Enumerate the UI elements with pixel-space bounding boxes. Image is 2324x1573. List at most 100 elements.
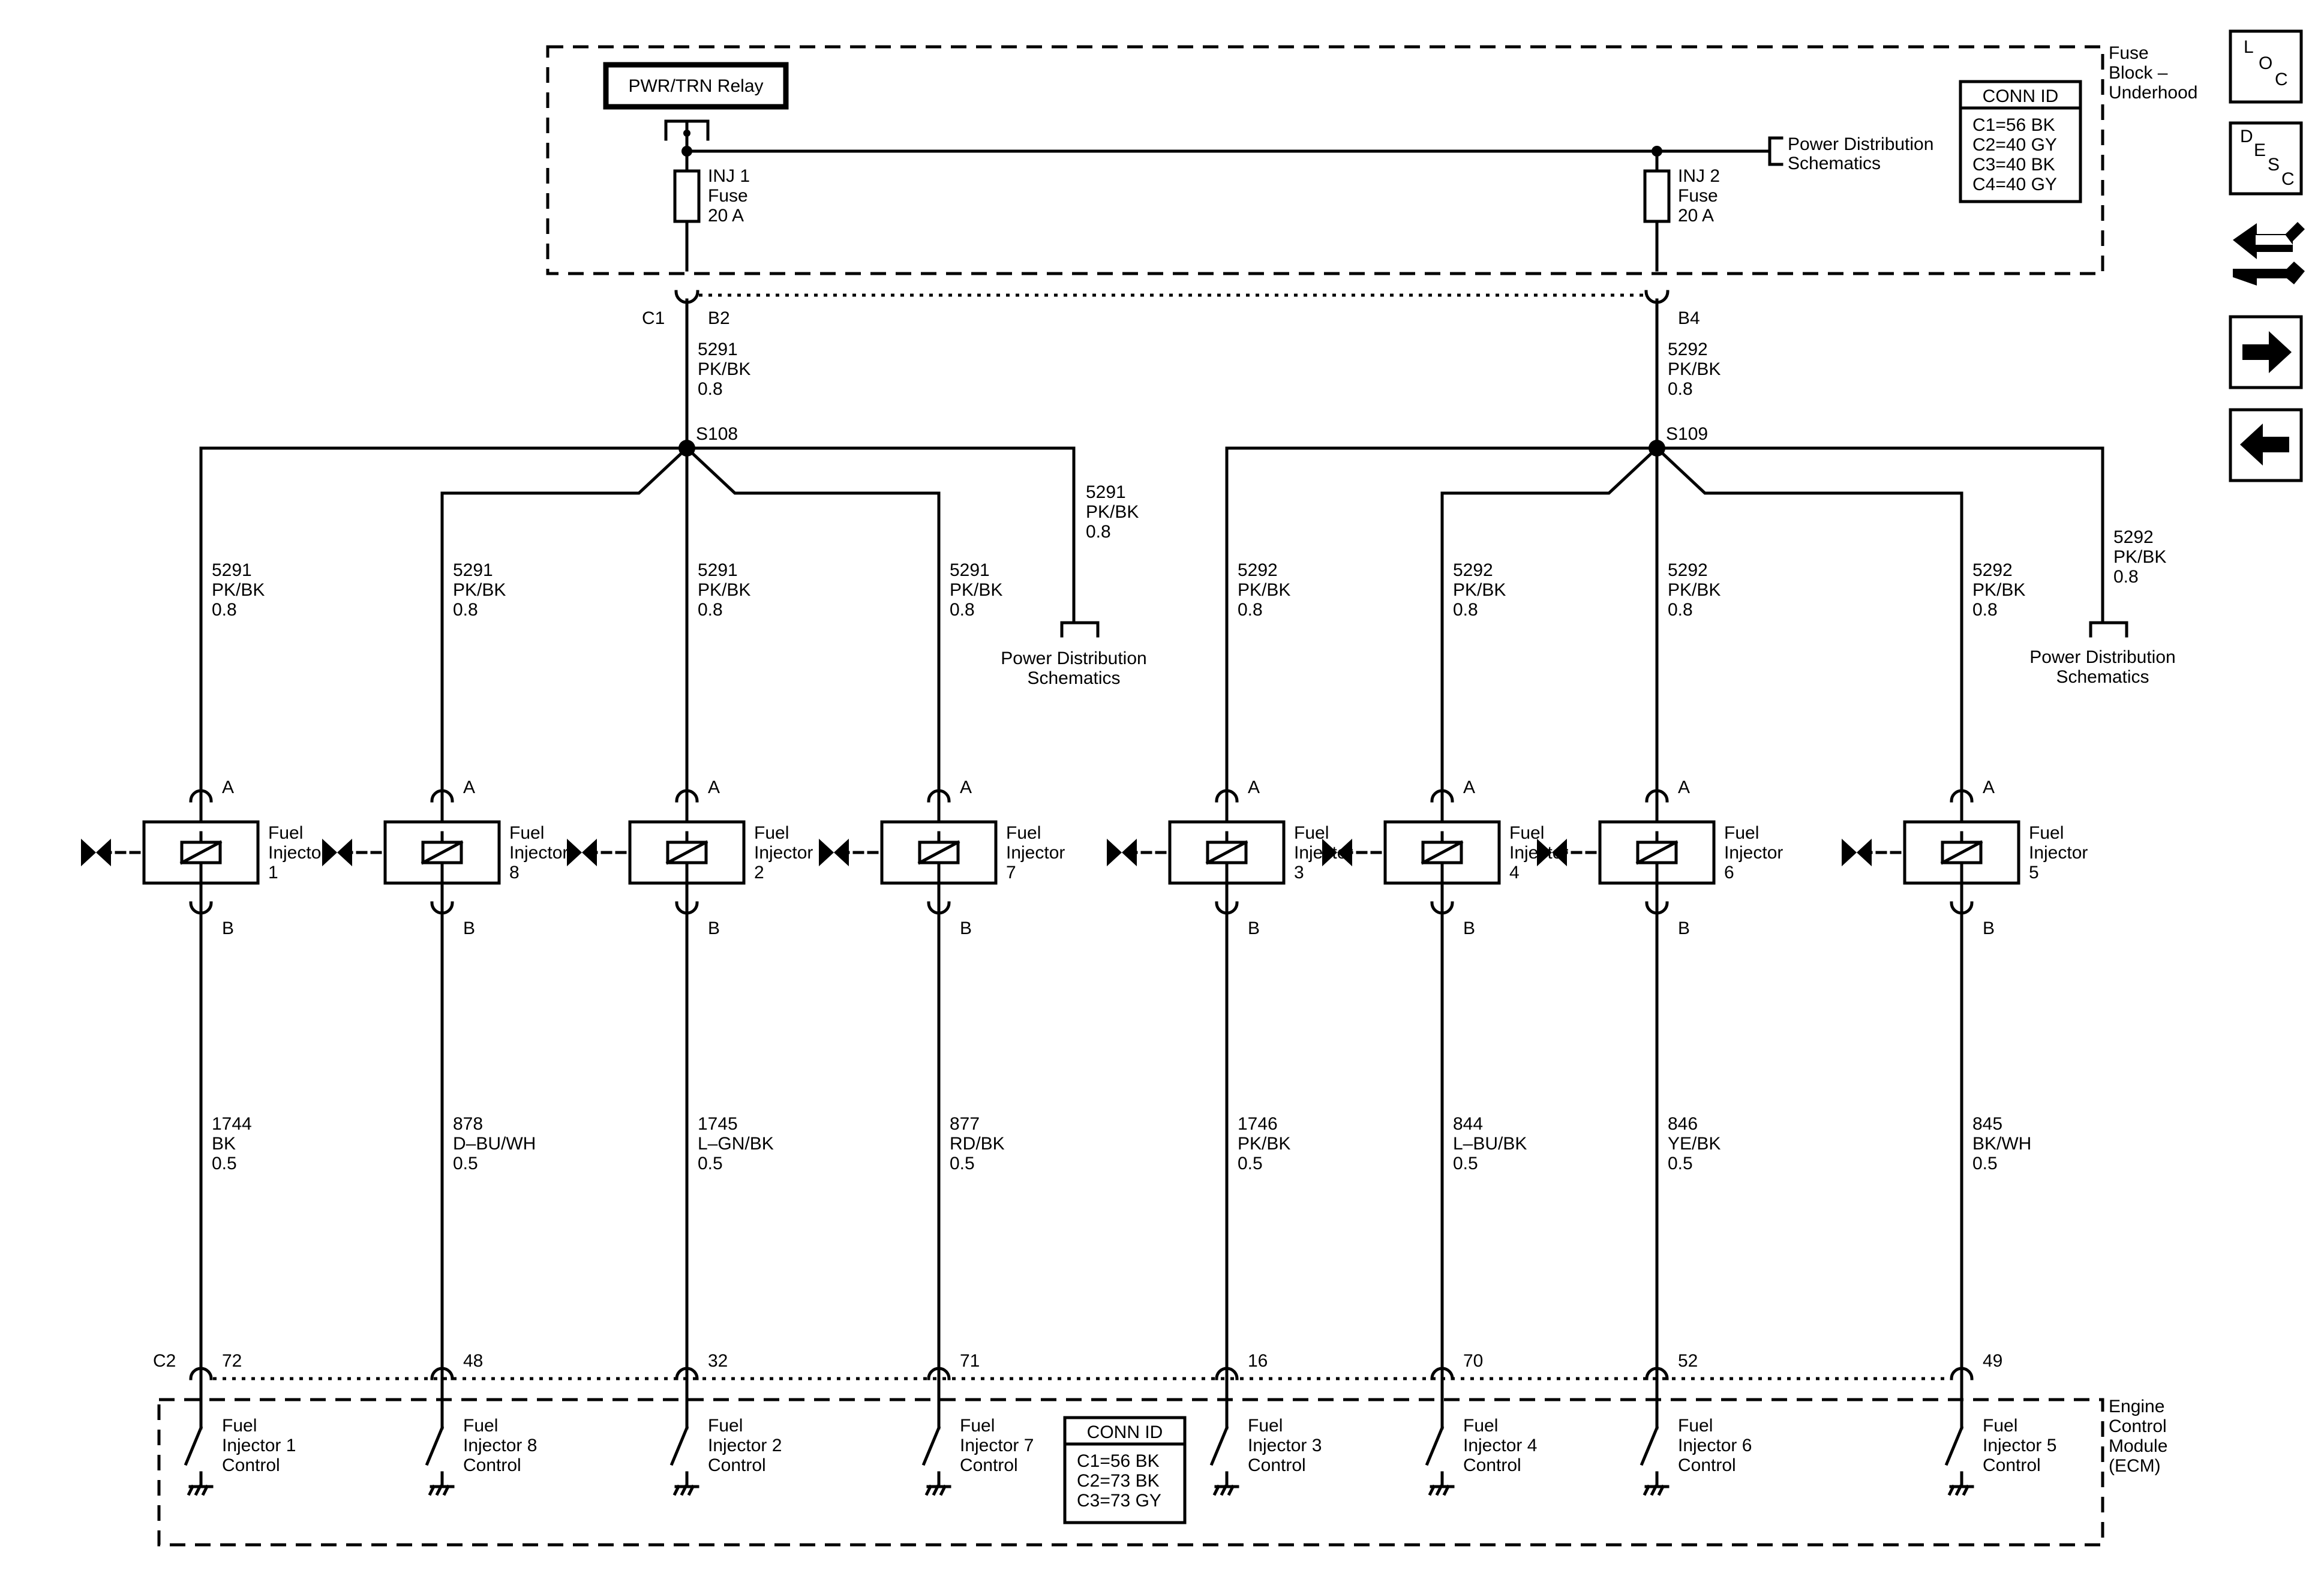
injector-connector-icon: [1842, 839, 1872, 866]
pin-a-label: A: [222, 778, 234, 797]
arrow-left-icon[interactable]: [2229, 408, 2303, 482]
fuel-injector-8: 5291PK/BK0.8AFuelInjector8B878D–BU/WH0.5…: [322, 560, 568, 1496]
ground-icon: [924, 1484, 951, 1496]
ecm-pin-label: 32: [708, 1351, 728, 1371]
fuse-conn-id-box: [1959, 80, 2082, 203]
fuel-injector-label: Injector: [2029, 843, 2088, 863]
ecm-label-1: Engine: [2109, 1397, 2164, 1416]
c1-connector-icon: [674, 290, 1670, 304]
inj2-fuse-label-3: 20 A: [1678, 206, 1714, 226]
injector-lower-wire-label: 1744: [212, 1114, 252, 1134]
injector-lower-wire-label: L–BU/BK: [1453, 1134, 1527, 1154]
injector-upper-wire-label: PK/BK: [950, 580, 1002, 600]
fuel-injector-label: Injector: [1724, 843, 1783, 863]
pin-a-label: A: [1248, 778, 1260, 797]
ecm-conn-id-title: CONN ID: [1087, 1422, 1163, 1442]
injector-upper-wire-label: 0.8: [1238, 600, 1263, 620]
pd-right-circuit: 5292: [2113, 527, 2154, 547]
fuel-injector-6: 5292PK/BK0.8AFuelInjector6B846YE/BK0.552…: [1537, 560, 1783, 1496]
injector-upper-wire-label: 5291: [453, 560, 493, 580]
injector-lower-wire-label: RD/BK: [950, 1134, 1005, 1154]
fuse-power-dist-label-2: Schematics: [1788, 154, 1881, 173]
ecm-control-label: Fuel: [1248, 1416, 1283, 1436]
inj2-fuse-label-1: INJ 2: [1678, 166, 1720, 186]
ecm-control-label: Injector 6: [1678, 1436, 1752, 1455]
fuel-injector-label: Injector: [268, 843, 327, 863]
ecm-control-label: Control: [463, 1455, 521, 1475]
ecm-driver-switch-icon: [184, 1425, 203, 1466]
injector-lower-wire-label: BK: [212, 1134, 236, 1154]
injector-upper-wire-label: 0.8: [1668, 600, 1693, 620]
fuel-injector-label: 4: [1509, 863, 1520, 882]
arrow-right-icon[interactable]: [2229, 315, 2303, 389]
inj1-fuse-label-2: Fuse: [708, 186, 748, 206]
ecm-control-label: Injector 1: [222, 1436, 296, 1455]
ecm-pin-label: 48: [463, 1351, 483, 1371]
injector-connector-icon: [322, 839, 352, 866]
fuse-conn-id-row: C1=56 BK: [1972, 115, 2055, 135]
ecm-control-label: Control: [1248, 1455, 1306, 1475]
injector-upper-wire-label: 5291: [212, 560, 252, 580]
ecm-pin-connector-icon: [189, 1367, 213, 1380]
pin-a-label: A: [1983, 778, 1995, 797]
pwr-trn-relay-box[interactable]: [603, 62, 789, 110]
fuse-conn-id-title: CONN ID: [1983, 86, 2059, 106]
s109-distribution-wires: [1225, 446, 2104, 788]
pd-right-terminal-icon: [2089, 621, 2128, 638]
ecm-control-label: Injector 2: [708, 1436, 782, 1455]
inj2-fuse[interactable]: [1643, 169, 1671, 223]
s108-distribution-wires: [199, 446, 1076, 788]
injector-upper-wire-label: 0.8: [1972, 600, 1998, 620]
fuel-injector-label: Fuel: [2029, 823, 2064, 843]
injector-connector-icon: [81, 839, 111, 866]
injector-upper-wire-label: PK/BK: [1453, 580, 1506, 600]
fuse-feed-wires: [685, 149, 1659, 272]
injector-upper-wire-label: PK/BK: [1972, 580, 2025, 600]
pin-b4-label: B4: [1678, 308, 1700, 328]
injector-lower-wire-label: 877: [950, 1114, 980, 1134]
fuel-injector-4: 5292PK/BK0.8AFuelInjector4B844L–BU/BK0.5…: [1322, 560, 1568, 1496]
fuel-injector-label: Fuel: [509, 823, 544, 843]
injector-lower-wire-label: 878: [453, 1114, 483, 1134]
fuel-injector-3: 5292PK/BK0.8AFuelInjector3B1746PK/BK0.51…: [1107, 560, 1353, 1496]
injector-lower-wire-label: BK/WH: [1972, 1134, 2031, 1154]
fuel-injector-label: 7: [1006, 863, 1016, 882]
fuse-block-label-1: Fuse: [2109, 43, 2149, 63]
injector-lower-wire-label: 845: [1972, 1114, 2002, 1134]
injector-upper-wire-label: 5292: [1668, 560, 1708, 580]
loc-button[interactable]: L O C: [2229, 29, 2303, 104]
ecm-driver-switch-icon: [1944, 1425, 1964, 1466]
ecm-pin-label: 52: [1678, 1351, 1698, 1371]
fuse-conn-id-row: C4=40 GY: [1972, 175, 2057, 194]
desc-button[interactable]: D E S C: [2229, 121, 2303, 196]
ecm-control-label: Fuel: [463, 1416, 498, 1436]
pin-b-label: B: [708, 918, 720, 938]
ecm-label-4: (ECM): [2109, 1456, 2161, 1476]
ecm-pin-connector-icon: [1645, 1367, 1669, 1380]
ecm-driver-switch-icon: [1640, 1425, 1659, 1466]
injector-upper-wire-label: PK/BK: [698, 580, 750, 600]
pd-left-label-1: Power Distribution: [1001, 649, 1146, 668]
desc-letter: D: [2240, 127, 2253, 146]
fuel-injector-label: Injector: [509, 843, 568, 863]
pin-a-label: A: [463, 778, 475, 797]
ground-icon: [1212, 1484, 1239, 1496]
ecm-control-label: Control: [1983, 1455, 2041, 1475]
ecm-pin-connector-icon: [1430, 1367, 1454, 1380]
feed-right-gauge: 0.8: [1668, 379, 1693, 399]
fuel-injector-label: Fuel: [268, 823, 303, 843]
ecm-outline: [157, 1398, 2104, 1547]
pd-left-color: PK/BK: [1086, 502, 1139, 522]
pd-right-label-1: Power Distribution: [2029, 647, 2175, 667]
inj1-fuse[interactable]: [673, 169, 701, 223]
injector-upper-wire-label: PK/BK: [212, 580, 265, 600]
ecm-conn-id-row: C1=56 BK: [1077, 1451, 1160, 1471]
connector-swap-icon[interactable]: [2233, 222, 2305, 286]
ground-icon: [1643, 1484, 1670, 1496]
pd-right-label-2: Schematics: [2056, 667, 2149, 687]
pin-a-label: A: [1678, 778, 1690, 797]
injector-lower-wire-label: 846: [1668, 1114, 1698, 1134]
ecm-control-label: Injector 5: [1983, 1436, 2056, 1455]
ecm-pin-label: 16: [1248, 1351, 1268, 1371]
injector-lower-wire-label: 844: [1453, 1114, 1483, 1134]
